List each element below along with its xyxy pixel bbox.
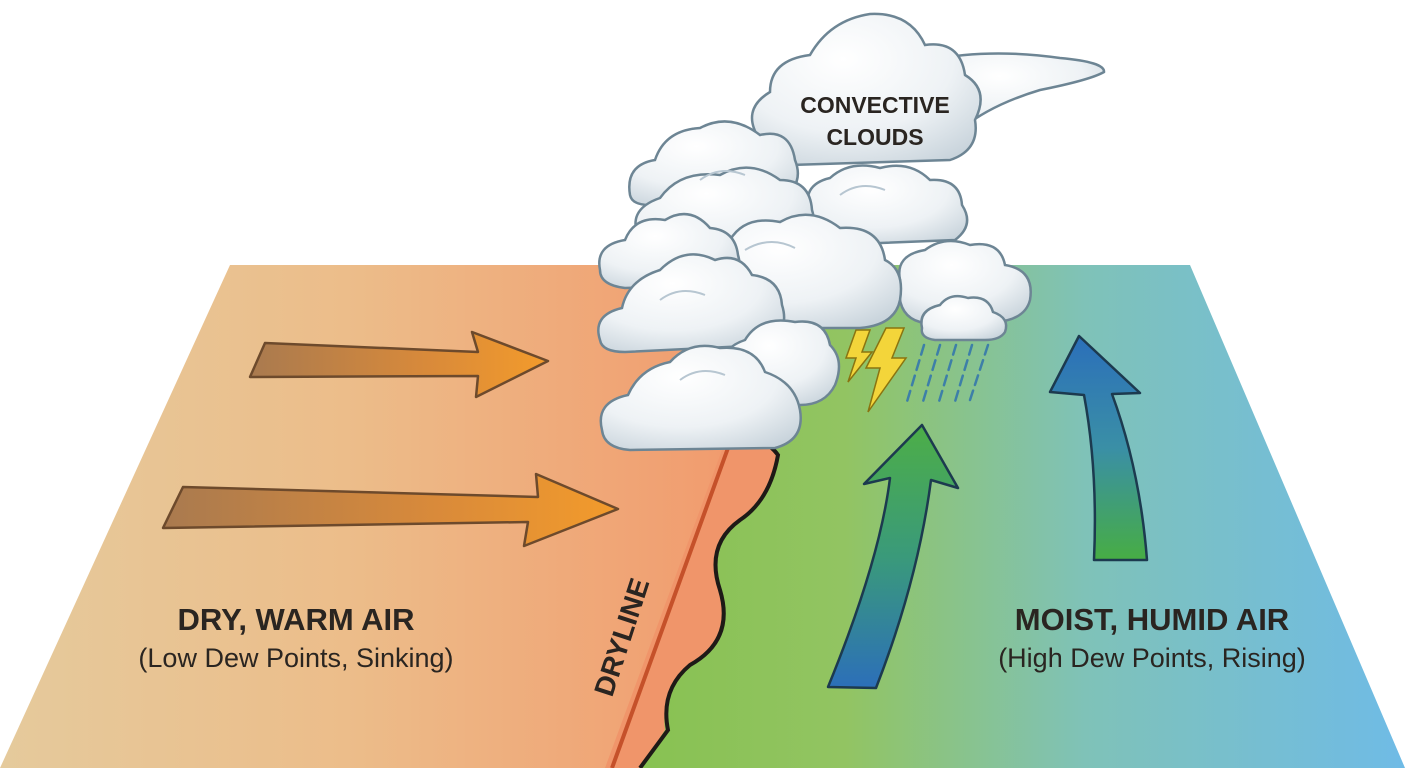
dry-air-subtitle: (Low Dew Points, Sinking): [138, 643, 453, 673]
cloud-icon: [597, 12, 1106, 452]
cloud-label-line1: CONVECTIVE: [800, 92, 950, 118]
moist-air-subtitle: (High Dew Points, Rising): [998, 643, 1306, 673]
dry-air-title: DRY, WARM AIR: [177, 602, 414, 637]
moist-air-title: MOIST, HUMID AIR: [1015, 602, 1289, 637]
moisture-boundary-line: [638, 438, 781, 768]
dry-air-arrow-icon: [248, 330, 550, 399]
dry-air-arrow-icon: [161, 472, 620, 548]
dryline-zone: [605, 436, 778, 768]
rain-icon: [904, 343, 990, 407]
lightning-icon: [844, 327, 908, 413]
rising-air-arrow-icon: [1048, 334, 1149, 562]
rising-air-arrow-icon: [826, 423, 960, 690]
dryline-line: [610, 447, 730, 768]
cloud-label-line2: CLOUDS: [826, 124, 923, 150]
